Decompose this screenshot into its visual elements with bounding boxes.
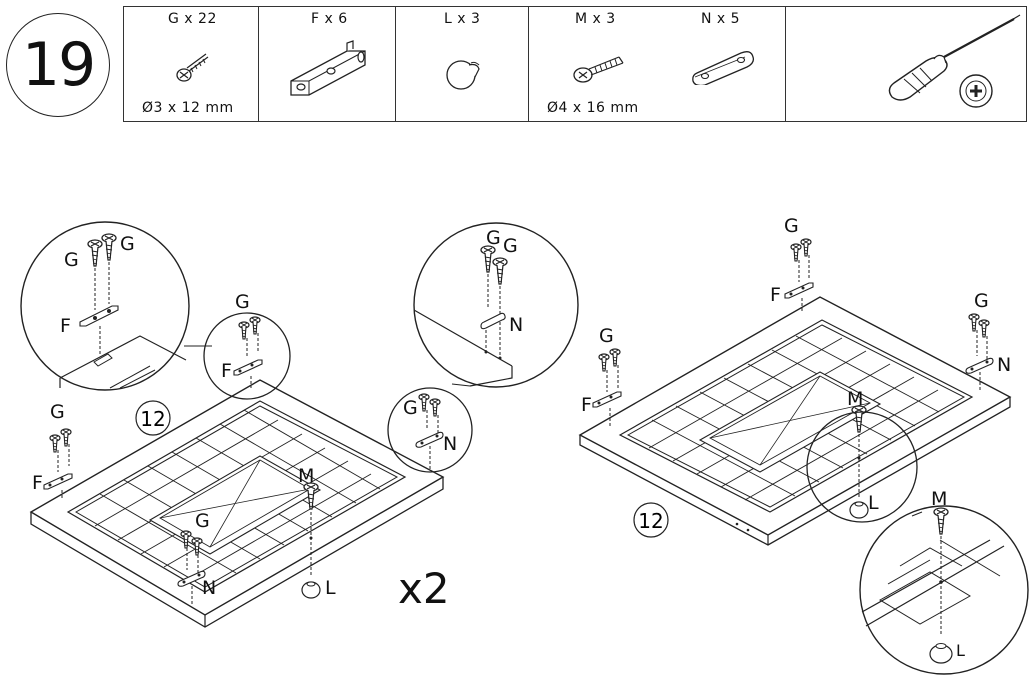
right-door-panel xyxy=(578,238,1012,546)
callout-g: G xyxy=(403,397,418,419)
callout-m: M xyxy=(847,388,863,410)
svg-text:12: 12 xyxy=(140,407,165,431)
detail-zoom-hinge xyxy=(20,221,212,391)
callout-g: G xyxy=(784,215,799,237)
callout-g: G xyxy=(503,235,518,257)
phillips-screwdriver-icon xyxy=(888,14,1021,108)
part-cell-l: L x 3 xyxy=(396,7,529,121)
left-door-panel xyxy=(29,316,445,628)
callout-l: L xyxy=(956,641,965,660)
callout-g: G xyxy=(50,401,65,423)
part-label-f: F x 6 xyxy=(311,11,348,27)
callout-labels: G G F G F G F G N M L G N G G N G F G F … xyxy=(32,215,1011,660)
detail-zoom-knob xyxy=(859,505,1029,675)
part-cell-m-n: M x 3 Ø4 x 16 mm N x 5 xyxy=(529,7,786,121)
callout-g: G xyxy=(599,325,614,347)
part-label-m: M x 3 xyxy=(575,11,616,27)
connector-plate-icon xyxy=(692,51,755,85)
callout-f: F xyxy=(32,472,43,494)
part-cell-tool xyxy=(786,7,1026,121)
callout-f: F xyxy=(770,284,781,306)
part-size-m: Ø4 x 16 mm xyxy=(547,100,639,116)
panel-id-badge-left: 12 xyxy=(135,400,171,436)
callout-n: N xyxy=(997,354,1011,376)
callout-g: G xyxy=(486,227,501,249)
callout-f: F xyxy=(581,394,592,416)
knob-icon xyxy=(446,60,480,90)
detail-zoom-connector-small xyxy=(387,387,473,473)
callout-m: M xyxy=(931,488,947,510)
panel-id-badge-right: 12 xyxy=(633,502,669,538)
callout-g: G xyxy=(235,291,250,313)
part-label-g: G x 22 xyxy=(168,11,217,27)
wood-screw-icon xyxy=(176,53,209,82)
hinge-plate-icon xyxy=(290,40,366,96)
part-size-g: Ø3 x 12 mm xyxy=(142,100,234,116)
callout-g: G xyxy=(974,290,989,312)
detail-zoom-knob-small xyxy=(806,411,918,523)
callout-l: L xyxy=(325,577,336,599)
callout-n: N xyxy=(443,433,457,455)
callout-n: N xyxy=(202,577,216,599)
svg-text:12: 12 xyxy=(638,509,663,533)
detail-zoom-hinge-small xyxy=(203,312,291,400)
part-cell-g: G x 22 Ø3 x 12 mm xyxy=(124,7,259,121)
callout-f: F xyxy=(221,360,232,382)
part-label-l: L x 3 xyxy=(444,11,481,27)
callout-g: G xyxy=(195,510,210,532)
part-cell-f: F x 6 xyxy=(259,7,396,121)
callout-m: M xyxy=(298,465,314,487)
quantity-multiplier: x2 xyxy=(398,564,450,613)
callout-g: G xyxy=(64,249,79,271)
callout-l: L xyxy=(868,492,879,514)
part-label-n: N x 5 xyxy=(701,11,741,27)
machine-screw-icon xyxy=(573,56,624,83)
callout-f: F xyxy=(60,315,71,337)
parts-list: G x 22 Ø3 x 12 mm F x 6 L x 3 xyxy=(123,6,1027,122)
step-number-badge: 19 xyxy=(6,13,110,117)
detail-zoom-connector xyxy=(413,222,579,388)
callout-n: N xyxy=(509,314,523,336)
callout-g: G xyxy=(120,233,135,255)
